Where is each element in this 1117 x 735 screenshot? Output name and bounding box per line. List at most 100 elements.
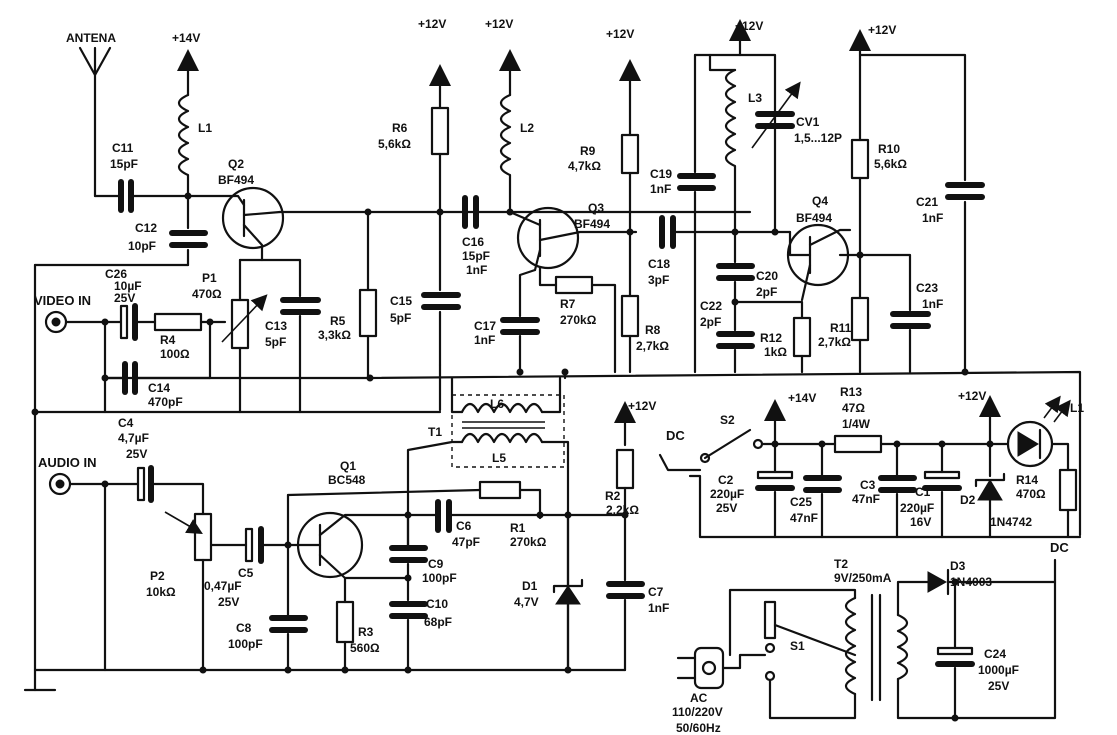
- c23: [890, 311, 931, 329]
- l5-coil: [460, 432, 544, 444]
- c19: [677, 173, 716, 191]
- c2-value: 220µF: [710, 487, 744, 501]
- c7: [606, 581, 645, 599]
- ac-label: AC: [690, 691, 708, 705]
- c18-value: 3pF: [648, 273, 669, 287]
- ac-plug[interactable]: [676, 646, 767, 690]
- c1-value2: 16V: [910, 515, 931, 529]
- c22-value: 2pF: [700, 315, 721, 329]
- cv1-variable-capacitor: [751, 81, 801, 149]
- c7-label: C7: [648, 585, 664, 599]
- c20-value: 2pF: [756, 285, 777, 299]
- c14-value: 470pF: [148, 395, 183, 409]
- c11-value: 15pF: [110, 157, 138, 171]
- c22: [716, 331, 755, 349]
- r12-label: R12: [760, 331, 782, 345]
- c24-label: C24: [984, 647, 1006, 661]
- v12-led-label: +12V: [958, 389, 986, 403]
- r13-label: R13: [840, 385, 862, 399]
- r11-resistor: [850, 296, 870, 342]
- c22-label: C22: [700, 299, 722, 313]
- q1-label: Q1: [340, 459, 356, 473]
- c11-label: C11: [112, 141, 134, 155]
- c24: [935, 646, 975, 667]
- q1-value: BC548: [328, 473, 366, 487]
- c8-value: 100pF: [228, 637, 263, 651]
- s1-switch[interactable]: [763, 600, 857, 682]
- r7-label: R7: [560, 297, 576, 311]
- r7-resistor: [554, 275, 594, 295]
- c17: [500, 317, 540, 335]
- v14-s2-label: +14V: [788, 391, 816, 405]
- r7-value: 270kΩ: [560, 313, 597, 327]
- dc-in-plug[interactable]: [658, 453, 702, 472]
- q2-value: BF494: [218, 173, 254, 187]
- c4-label: C4: [118, 416, 134, 430]
- ac-value: 110/220V: [672, 705, 723, 719]
- q4-transistor: [786, 223, 852, 302]
- r10-resistor: [850, 138, 870, 180]
- c9-value: 100pF: [422, 571, 457, 585]
- p2-value: 10kΩ: [146, 585, 176, 599]
- c16: [462, 195, 479, 229]
- c19-value: 1nF: [650, 182, 671, 196]
- c2: [755, 470, 795, 491]
- r3-resistor: [335, 600, 355, 644]
- t2-primary: [844, 596, 857, 696]
- l5-label: L5: [492, 451, 506, 465]
- c14-label: C14: [148, 381, 170, 395]
- c13-label: C13: [265, 319, 287, 333]
- c25-label: C25: [790, 495, 812, 509]
- r10-label: R10: [878, 142, 900, 156]
- s1-label: S1: [790, 639, 805, 653]
- q3-transistor: [508, 206, 638, 272]
- d3-label: D3: [950, 559, 966, 573]
- c2-value2: 25V: [716, 501, 737, 515]
- v12-r2-label: +12V: [628, 399, 656, 413]
- r11-value: 2,7kΩ: [818, 335, 851, 349]
- c24-value2: 25V: [988, 679, 1009, 693]
- s2-switch[interactable]: [703, 428, 752, 460]
- c6-value: 47pF: [452, 535, 480, 549]
- ac-value2: 50/60Hz: [676, 721, 721, 735]
- c18-label: C18: [648, 257, 670, 271]
- r4-resistor: [153, 312, 203, 332]
- d1-value: 4,7V: [514, 595, 539, 609]
- r8-resistor: [620, 294, 640, 338]
- l3-coil: [724, 68, 737, 234]
- c21-value: 1nF: [922, 211, 943, 225]
- c3-label: C3: [860, 478, 876, 492]
- c23-label: C23: [916, 281, 938, 295]
- d3-value: 1N4003: [950, 575, 992, 589]
- r5-resistor: [358, 288, 378, 338]
- c9: [389, 545, 428, 563]
- l3-label: L3: [748, 91, 762, 105]
- r3-value: 560Ω: [350, 641, 380, 655]
- c17-label: C17: [474, 319, 496, 333]
- junction-dots: [31, 192, 994, 722]
- l6-label: L6: [490, 397, 504, 411]
- c20: [716, 263, 755, 281]
- r2-resistor: [615, 448, 635, 490]
- cv1-value: 1,5...12P: [794, 131, 842, 145]
- c3: [878, 475, 917, 493]
- r14-value: 470Ω: [1016, 487, 1046, 501]
- p2-label: P2: [150, 569, 165, 583]
- r14-resistor: [1058, 468, 1078, 512]
- r6-value: 5,6kΩ: [378, 137, 411, 151]
- s2-label: S2: [720, 413, 735, 427]
- video-in-label: VIDEO IN: [34, 293, 91, 308]
- r3-label: R3: [358, 625, 374, 639]
- c11: [118, 179, 134, 213]
- c26-value: 10µF: [114, 279, 142, 293]
- dc-in-label: DC: [666, 428, 685, 443]
- c16-value: 15pF: [462, 249, 490, 263]
- l2-coil: [499, 93, 512, 214]
- q3-value: BF494: [574, 217, 610, 231]
- c5: [244, 526, 264, 564]
- r12-value: 1kΩ: [764, 345, 787, 359]
- v12-r10-label: +12V: [868, 23, 896, 37]
- t2-label: T2: [834, 557, 848, 571]
- r5-label: R5: [330, 314, 346, 328]
